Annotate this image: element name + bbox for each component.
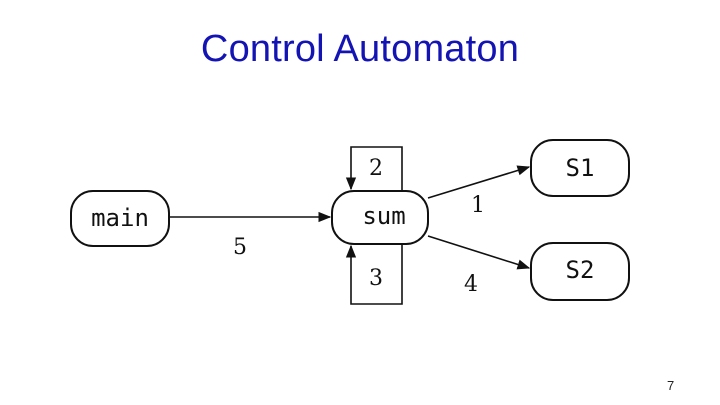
page-number: 7 [667, 378, 675, 393]
edge-sum-to-s2-label: 4 [464, 272, 478, 297]
node-main-label: main [91, 204, 149, 232]
edge-sum-to-s1-label: 1 [471, 193, 485, 218]
node-s2: S2 [530, 242, 630, 301]
edge-sum-to-s2: 4 [427, 235, 531, 297]
slide-title: Control Automaton [200, 28, 520, 70]
node-s2-label: S2 [566, 256, 595, 284]
node-s1: S1 [530, 139, 630, 197]
edge-sum-to-s1: 1 [427, 165, 531, 218]
edge-main-to-sum: 5 [169, 211, 332, 260]
node-sum: sum [331, 190, 429, 245]
node-main: main [70, 190, 170, 247]
edge-sum-loop-bottom-label: 3 [369, 266, 383, 291]
edge-main-to-sum-label: 5 [233, 235, 247, 260]
edge-sum-loop-top-label: 2 [369, 156, 383, 181]
node-sum-label: sum [362, 202, 405, 230]
edge-sum-loop-top: 2 [345, 146, 403, 191]
edge-sum-loop-bottom: 3 [345, 244, 403, 305]
node-s1-label: S1 [566, 154, 595, 182]
